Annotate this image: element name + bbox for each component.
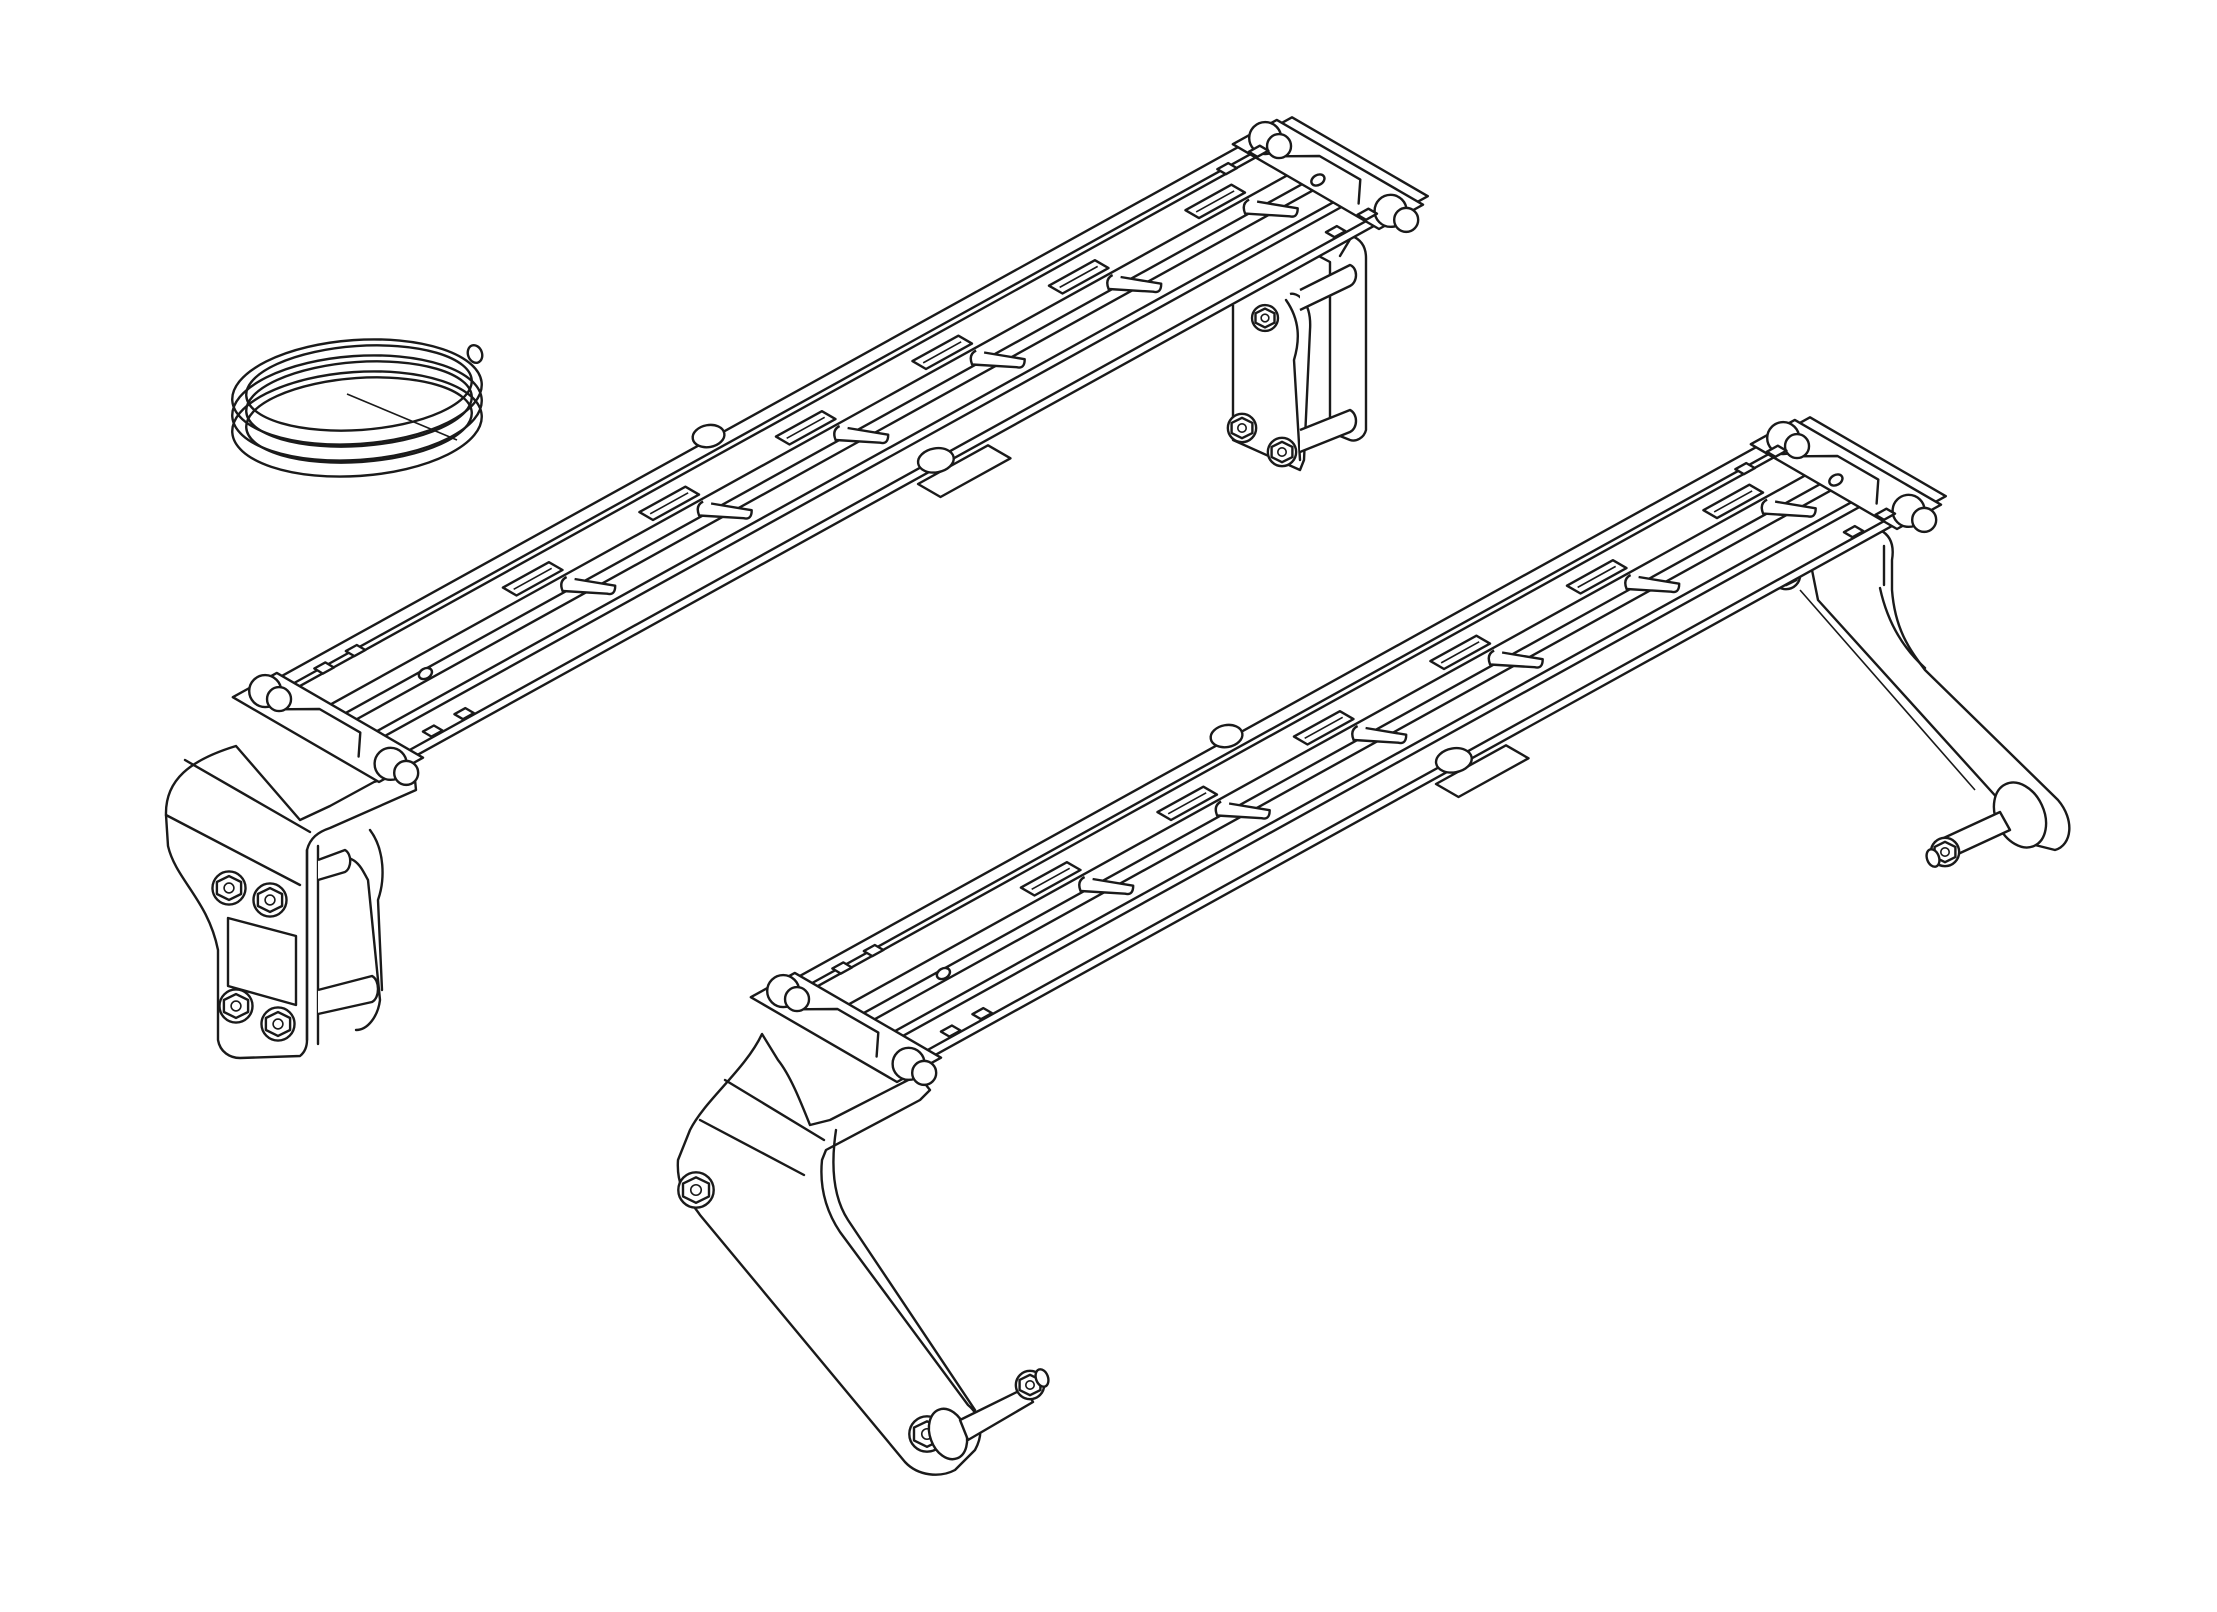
rail-lower bbox=[749, 416, 1948, 1087]
rail-center-bump bbox=[1209, 723, 1244, 749]
rail-channel-line bbox=[283, 145, 1266, 690]
rail-lock-pin bbox=[1242, 198, 1299, 218]
rail-square-hole bbox=[344, 643, 367, 658]
rail-end-bend bbox=[276, 707, 362, 758]
rail-channel-line bbox=[334, 175, 1318, 720]
rail-channel-line bbox=[319, 166, 1303, 711]
rail-square-hole bbox=[313, 661, 336, 675]
rail-bolt-shank bbox=[1392, 206, 1420, 234]
rail-square-hole bbox=[453, 706, 476, 721]
rail-square-hole bbox=[831, 961, 854, 975]
rail-square-hole bbox=[1356, 207, 1379, 222]
rail-square-hole bbox=[421, 724, 444, 738]
hex-bolt-icon bbox=[256, 886, 284, 914]
coil-turn-inner bbox=[245, 360, 473, 448]
rail-square-hole bbox=[862, 943, 885, 958]
rail-lock-pin bbox=[1624, 573, 1681, 594]
hex-nut-icon bbox=[1254, 307, 1276, 329]
rail-channel-line bbox=[806, 448, 1789, 993]
bracket-crossbar bbox=[1299, 408, 1358, 454]
drop-arm-flange bbox=[1878, 586, 1927, 670]
rail-channel-line bbox=[374, 198, 1357, 743]
rail-lock-pin bbox=[833, 424, 890, 445]
rail-channel-line bbox=[892, 498, 1875, 1043]
coil-turn bbox=[231, 370, 483, 478]
rail-bolt-shank bbox=[910, 1059, 938, 1087]
bolt-tip bbox=[1034, 1368, 1050, 1388]
rail-lock-pin bbox=[1760, 498, 1817, 518]
rail-square-hole bbox=[1734, 461, 1757, 476]
coil-turn bbox=[231, 354, 483, 462]
wire-coil bbox=[231, 338, 484, 478]
rail-lock-pin bbox=[1214, 800, 1271, 820]
rail-bolt-shank bbox=[392, 759, 420, 787]
drop-arm-bolt-shank bbox=[958, 1386, 1035, 1442]
rail-bolt-shank bbox=[1783, 432, 1811, 460]
drop-arm-flange bbox=[832, 1128, 977, 1412]
rail-hole bbox=[1828, 473, 1844, 487]
rail-lock-pin bbox=[696, 500, 753, 520]
rail-square-hole bbox=[971, 1006, 994, 1021]
rail-square-hole bbox=[939, 1024, 962, 1038]
hex-nut-icon bbox=[1270, 440, 1294, 464]
bracket-crossbar bbox=[317, 974, 380, 1016]
rail-square-hole bbox=[1874, 507, 1897, 521]
rail-square-hole bbox=[1324, 224, 1347, 239]
rail-channel-line bbox=[837, 466, 1821, 1011]
rail-end-bend bbox=[1794, 454, 1880, 505]
rail-lock-pin bbox=[1106, 273, 1163, 294]
rail-channel-line bbox=[883, 493, 1867, 1038]
rail-lock-pin bbox=[1078, 875, 1135, 896]
drop-arm-body bbox=[676, 1032, 982, 1476]
rail-lock-pin bbox=[560, 575, 617, 596]
coil-turn bbox=[231, 338, 483, 446]
hex-nut-icon bbox=[1230, 416, 1254, 440]
bracket-inner-flange bbox=[1284, 298, 1302, 462]
rail-upper bbox=[231, 116, 1430, 787]
rail-end-bend bbox=[794, 1007, 880, 1058]
rail-lock-pin bbox=[1487, 649, 1544, 669]
rail-bolt-shank bbox=[1265, 132, 1293, 160]
rail-channel-line bbox=[345, 181, 1328, 726]
hex-bolt-icon bbox=[264, 1010, 292, 1038]
rail-channel-line bbox=[365, 193, 1349, 738]
rail-hole bbox=[417, 666, 434, 681]
bracket-upper-left bbox=[164, 744, 418, 1060]
bracket-crossbar bbox=[1299, 263, 1358, 312]
rail-channel-line bbox=[916, 512, 1899, 1057]
coil-turn-inner bbox=[245, 344, 473, 432]
rail-channel-line bbox=[863, 481, 1846, 1026]
rail-lock-pin bbox=[969, 349, 1026, 369]
bracket-label-plate bbox=[226, 916, 298, 1007]
bracket-lower-left bbox=[676, 1032, 1050, 1476]
center-clamp-plate bbox=[916, 444, 1012, 499]
rail-square-hole bbox=[1765, 444, 1788, 458]
rail-square-hole bbox=[1216, 161, 1239, 176]
hex-bolt-icon bbox=[222, 992, 250, 1020]
rail-hole bbox=[1310, 173, 1326, 187]
rail-bolt-shank bbox=[783, 985, 811, 1013]
hex-bolt-icon bbox=[681, 1176, 711, 1205]
rail-end-bend bbox=[1276, 154, 1362, 205]
hex-bolt-icon bbox=[215, 874, 243, 902]
rail-lock-pin bbox=[1351, 724, 1408, 745]
coil-end-icon bbox=[466, 344, 484, 364]
center-clamp-plate bbox=[1434, 744, 1530, 799]
center-clamp-bolt-head-icon bbox=[916, 446, 955, 474]
rail-channel-line bbox=[288, 148, 1271, 693]
bolt-tip bbox=[1925, 848, 1941, 868]
center-clamp-bolt-head-icon bbox=[1434, 746, 1473, 774]
rail-bolt-shank bbox=[265, 685, 293, 713]
coil-turn-inner bbox=[245, 376, 473, 464]
rail-channel-line bbox=[852, 475, 1836, 1020]
rail-bolt-shank bbox=[1910, 506, 1938, 534]
rail-channel-line bbox=[398, 212, 1381, 757]
rail-hole bbox=[935, 966, 952, 981]
rail-center-bump bbox=[691, 423, 726, 449]
bracket-crossbar bbox=[317, 848, 352, 882]
rail-square-hole bbox=[1247, 144, 1270, 159]
rail-square-hole bbox=[1842, 524, 1865, 539]
rail-channel-line bbox=[801, 445, 1784, 990]
